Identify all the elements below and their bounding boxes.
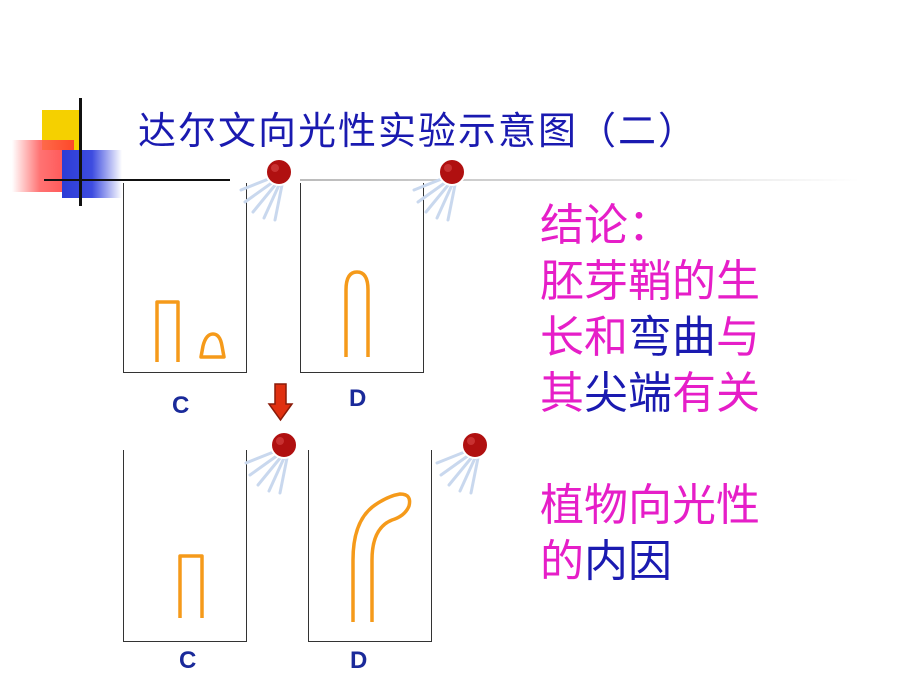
- conclusion-line-1: 胚芽鞘的生: [540, 256, 760, 307]
- experiment-box-c-top: [123, 183, 247, 373]
- conclusion-line-3: 其尖端有关: [540, 368, 760, 419]
- seedling-stump-c-bottom: [178, 554, 204, 618]
- label-c-bottom: C: [179, 647, 197, 674]
- experiment-box-d-top: [300, 183, 424, 373]
- conclusion-line-2: 长和弯曲与: [540, 312, 760, 363]
- seedling-tip-removed: [199, 332, 226, 359]
- conclusion-line-4: 植物向光性: [540, 480, 760, 531]
- page-title: 达尔文向光性实验示意图（二）: [138, 109, 699, 153]
- experiment-box-d-bottom: [308, 450, 432, 642]
- seedling-stump-c-top: [155, 300, 180, 362]
- decor-blue-gradient: [62, 150, 122, 198]
- conclusion-line-5: 的内因: [540, 536, 672, 587]
- decor-horizontal-line: [44, 179, 230, 181]
- decor-vertical-line: [79, 98, 82, 206]
- conclusion-text: 结论： 胚芽鞘的生 长和弯曲与 其尖端有关 植物向光性 的内因: [540, 198, 760, 590]
- decor-fading-line: [300, 179, 860, 181]
- seedling-bent-d-bottom: [351, 492, 412, 622]
- seedling-intact-d-top: [344, 270, 370, 357]
- light-bulb-icon: [412, 157, 467, 222]
- label-c-top: C: [172, 392, 190, 419]
- label-d-bottom: D: [350, 647, 368, 674]
- label-d-top: D: [349, 385, 367, 412]
- conclusion-heading: 结论：: [540, 200, 672, 251]
- light-bulb-icon: [239, 157, 294, 222]
- light-bulb-icon: [435, 430, 490, 495]
- down-arrow-icon: [267, 383, 294, 422]
- light-bulb-icon: [244, 430, 299, 495]
- experiment-box-c-bottom: [123, 450, 247, 642]
